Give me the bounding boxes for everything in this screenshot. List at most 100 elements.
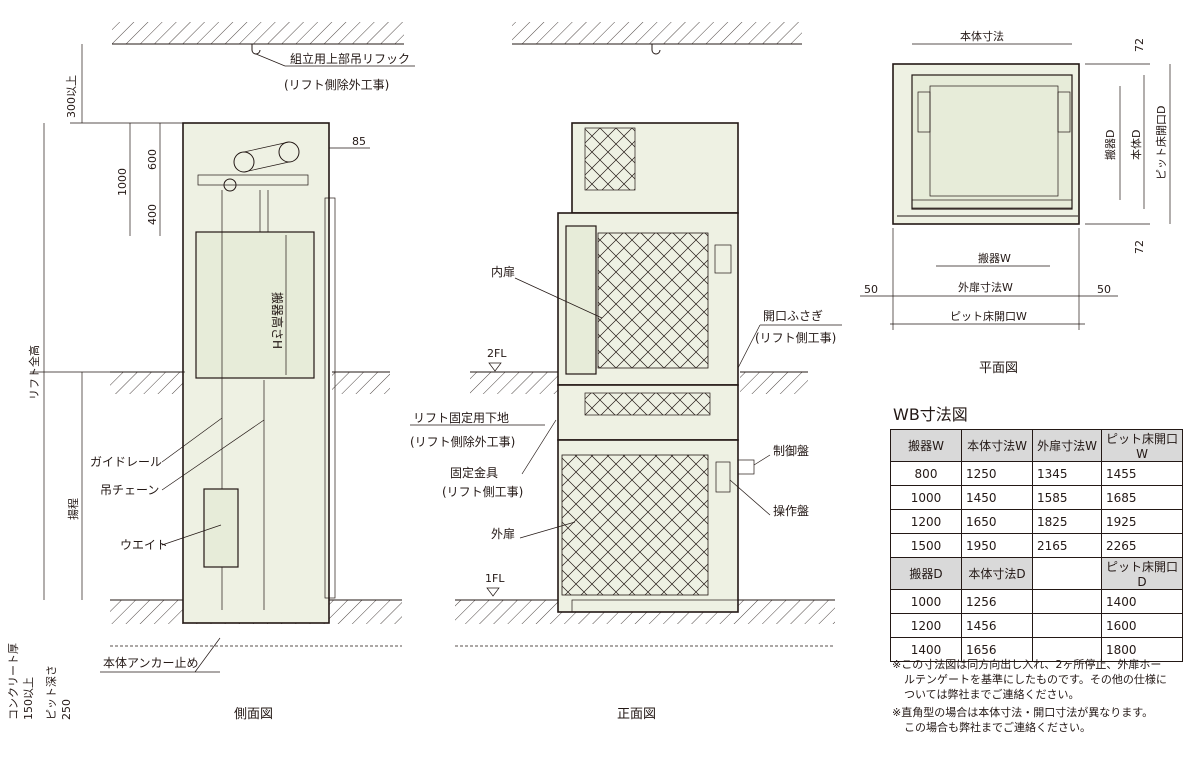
anchor-label: 本体アンカー止め bbox=[103, 656, 199, 670]
table-cell: 1345 bbox=[1032, 461, 1102, 486]
table-cell: 1656 bbox=[961, 637, 1033, 662]
table-header-cell: 搬器D bbox=[890, 557, 962, 590]
outer-door-label: 外扉 bbox=[491, 527, 515, 541]
note-line: ついては弊社までご連絡ください。 bbox=[904, 688, 1080, 701]
plan-view-caption: 平面図 bbox=[979, 361, 1018, 376]
table-cell: 800 bbox=[890, 461, 962, 486]
table-row: 1400 1656 1800 bbox=[890, 637, 1183, 662]
table-cell: 1400 bbox=[890, 637, 962, 662]
table-cell: 1456 bbox=[961, 613, 1033, 638]
front-view: 2FL 1FL 内扉 開口ふさぎ (リフト側工事) リフト固定用下地 (リフト側… bbox=[410, 22, 842, 722]
table-cell: 1500 bbox=[890, 533, 962, 558]
table-row: 1500 1950 2165 2265 bbox=[890, 533, 1183, 558]
note-line: この場合も弊社までご連絡ください。 bbox=[904, 721, 1091, 734]
plan-cargo-d-label: 搬器D bbox=[1103, 130, 1117, 160]
table-cell bbox=[1032, 589, 1102, 614]
floor-1fl: 1FL bbox=[485, 572, 505, 585]
side-view: 組立用上部吊リフック (リフト側除外工事) 搬器高さH bbox=[7, 22, 415, 722]
control-panel-label: 制御盤 bbox=[773, 443, 809, 458]
table-cell: 1950 bbox=[961, 533, 1033, 558]
cargo-car-side bbox=[195, 231, 315, 379]
guide-rail-label: ガイドレール bbox=[90, 455, 162, 469]
weight-label: ウエイト bbox=[120, 538, 168, 552]
base-label: リフト固定用下地 bbox=[413, 410, 509, 425]
table-row: 1000 1256 1400 bbox=[890, 589, 1183, 614]
table-cell: 1200 bbox=[890, 509, 962, 534]
bracket-label: 固定金具 bbox=[450, 465, 498, 480]
plan-body-w-label: 本体寸法 bbox=[960, 29, 1004, 43]
table-cell: 1000 bbox=[890, 589, 962, 614]
note-line: ※直角型の場合は本体寸法・開口寸法が異なります。 bbox=[892, 706, 1154, 719]
opening-cover-note: (リフト側工事) bbox=[755, 331, 836, 345]
table-cell: 1600 bbox=[1101, 613, 1183, 638]
table-row: 800 1250 1345 1455 bbox=[890, 461, 1183, 486]
front-view-caption: 正面図 bbox=[617, 707, 656, 722]
stroke-label: 揚程 bbox=[67, 498, 80, 520]
note-line: ルテンゲートを基準にしたものです。その他の仕様に bbox=[904, 673, 1167, 686]
wb-table-title: WB寸法図 bbox=[893, 405, 968, 424]
table-cell: 1650 bbox=[961, 509, 1033, 534]
table-cell: 1585 bbox=[1032, 485, 1102, 510]
table-header-w: 搬器W 本体寸法W 外扉寸法W ピット床開口W bbox=[890, 429, 1183, 462]
pit-depth-value: 250 bbox=[60, 699, 73, 720]
pit-depth-label: ピット深さ bbox=[45, 665, 58, 720]
dim-1000: 1000 bbox=[116, 168, 129, 196]
bracket-note: (リフト側工事) bbox=[442, 485, 523, 499]
plan-pit-d-label: ピット床開口D bbox=[1154, 106, 1168, 180]
table-cell: 1256 bbox=[961, 589, 1033, 614]
hook-note: (リフト側除外工事) bbox=[284, 77, 389, 92]
inner-door bbox=[597, 232, 709, 369]
plan-outer-door-w-label: 外扉寸法W bbox=[958, 280, 1013, 294]
dim-85: 85 bbox=[352, 135, 366, 148]
counter-weight bbox=[203, 488, 239, 568]
dim-600: 600 bbox=[146, 149, 159, 170]
table-row: 1200 1650 1825 1925 bbox=[890, 509, 1183, 534]
table-header-cell: 外扉寸法W bbox=[1032, 429, 1102, 462]
table-header-cell: ピット床開口W bbox=[1101, 429, 1183, 462]
operation-panel-label: 操作盤 bbox=[773, 503, 809, 518]
table-header-cell: 本体寸法W bbox=[961, 429, 1033, 462]
table-cell: 1450 bbox=[961, 485, 1033, 510]
outer-door bbox=[561, 454, 709, 596]
table-cell: 1455 bbox=[1101, 461, 1183, 486]
plan-body bbox=[911, 74, 1073, 210]
table-cell: 1825 bbox=[1032, 509, 1102, 534]
table-header-d: 搬器D 本体寸法D ピット床開口D bbox=[890, 557, 1183, 590]
table-row: 1000 1450 1585 1685 bbox=[890, 485, 1183, 510]
floor-2fl: 2FL bbox=[487, 347, 507, 360]
table-cell: 1400 bbox=[1101, 589, 1183, 614]
side-view-caption: 側面図 bbox=[234, 707, 273, 722]
table-row: 1200 1456 1600 bbox=[890, 613, 1183, 638]
wb-dimension-table: 搬器W 本体寸法W 外扉寸法W ピット床開口W 800 1250 1345 14… bbox=[890, 429, 1183, 662]
table-cell bbox=[1032, 637, 1102, 662]
dim-300: 300以上 bbox=[65, 75, 78, 118]
lift-total-label: リフト全高 bbox=[27, 345, 41, 400]
dim-400: 400 bbox=[146, 204, 159, 225]
table-cell: 1685 bbox=[1101, 485, 1183, 510]
concrete-label: コンクリート厚 bbox=[7, 643, 20, 720]
dim-72-bottom: 72 bbox=[1133, 240, 1146, 254]
plan-body-d-label: 本体D bbox=[1129, 130, 1143, 160]
operation-panel bbox=[715, 461, 731, 493]
table-cell: 1000 bbox=[890, 485, 962, 510]
base-note: (リフト側除外工事) bbox=[410, 434, 515, 449]
dim-50-left: 50 bbox=[864, 283, 878, 296]
dim-72-top: 72 bbox=[1133, 38, 1146, 52]
opening-cover-label: 開口ふさぎ bbox=[763, 309, 823, 323]
table-header-cell: 本体寸法D bbox=[961, 557, 1033, 590]
table-cell: 1200 bbox=[890, 613, 962, 638]
table-cell: 1800 bbox=[1101, 637, 1183, 662]
chain-label: 吊チェーン bbox=[100, 483, 159, 497]
plan-cargo-w-label: 搬器W bbox=[978, 251, 1011, 265]
inner-door-label: 内扉 bbox=[491, 265, 515, 279]
table-cell: 1925 bbox=[1101, 509, 1183, 534]
hook-label: 組立用上部吊リフック bbox=[290, 51, 410, 66]
plan-view: 本体寸法 72 72 搬器D 本体D ピット床開口D 搬器W 外扉寸法W 50 … bbox=[860, 29, 1171, 376]
table-cell: 2265 bbox=[1101, 533, 1183, 558]
hook-icon bbox=[251, 44, 261, 55]
plan-pit-w-label: ピット床開口W bbox=[950, 309, 1027, 323]
table-header-cell: 搬器W bbox=[890, 429, 962, 462]
note-line: ※この寸法図は同方向出し入れ、2ヶ所停止、外扉ホー bbox=[892, 658, 1162, 671]
table-cell: 1250 bbox=[961, 461, 1033, 486]
